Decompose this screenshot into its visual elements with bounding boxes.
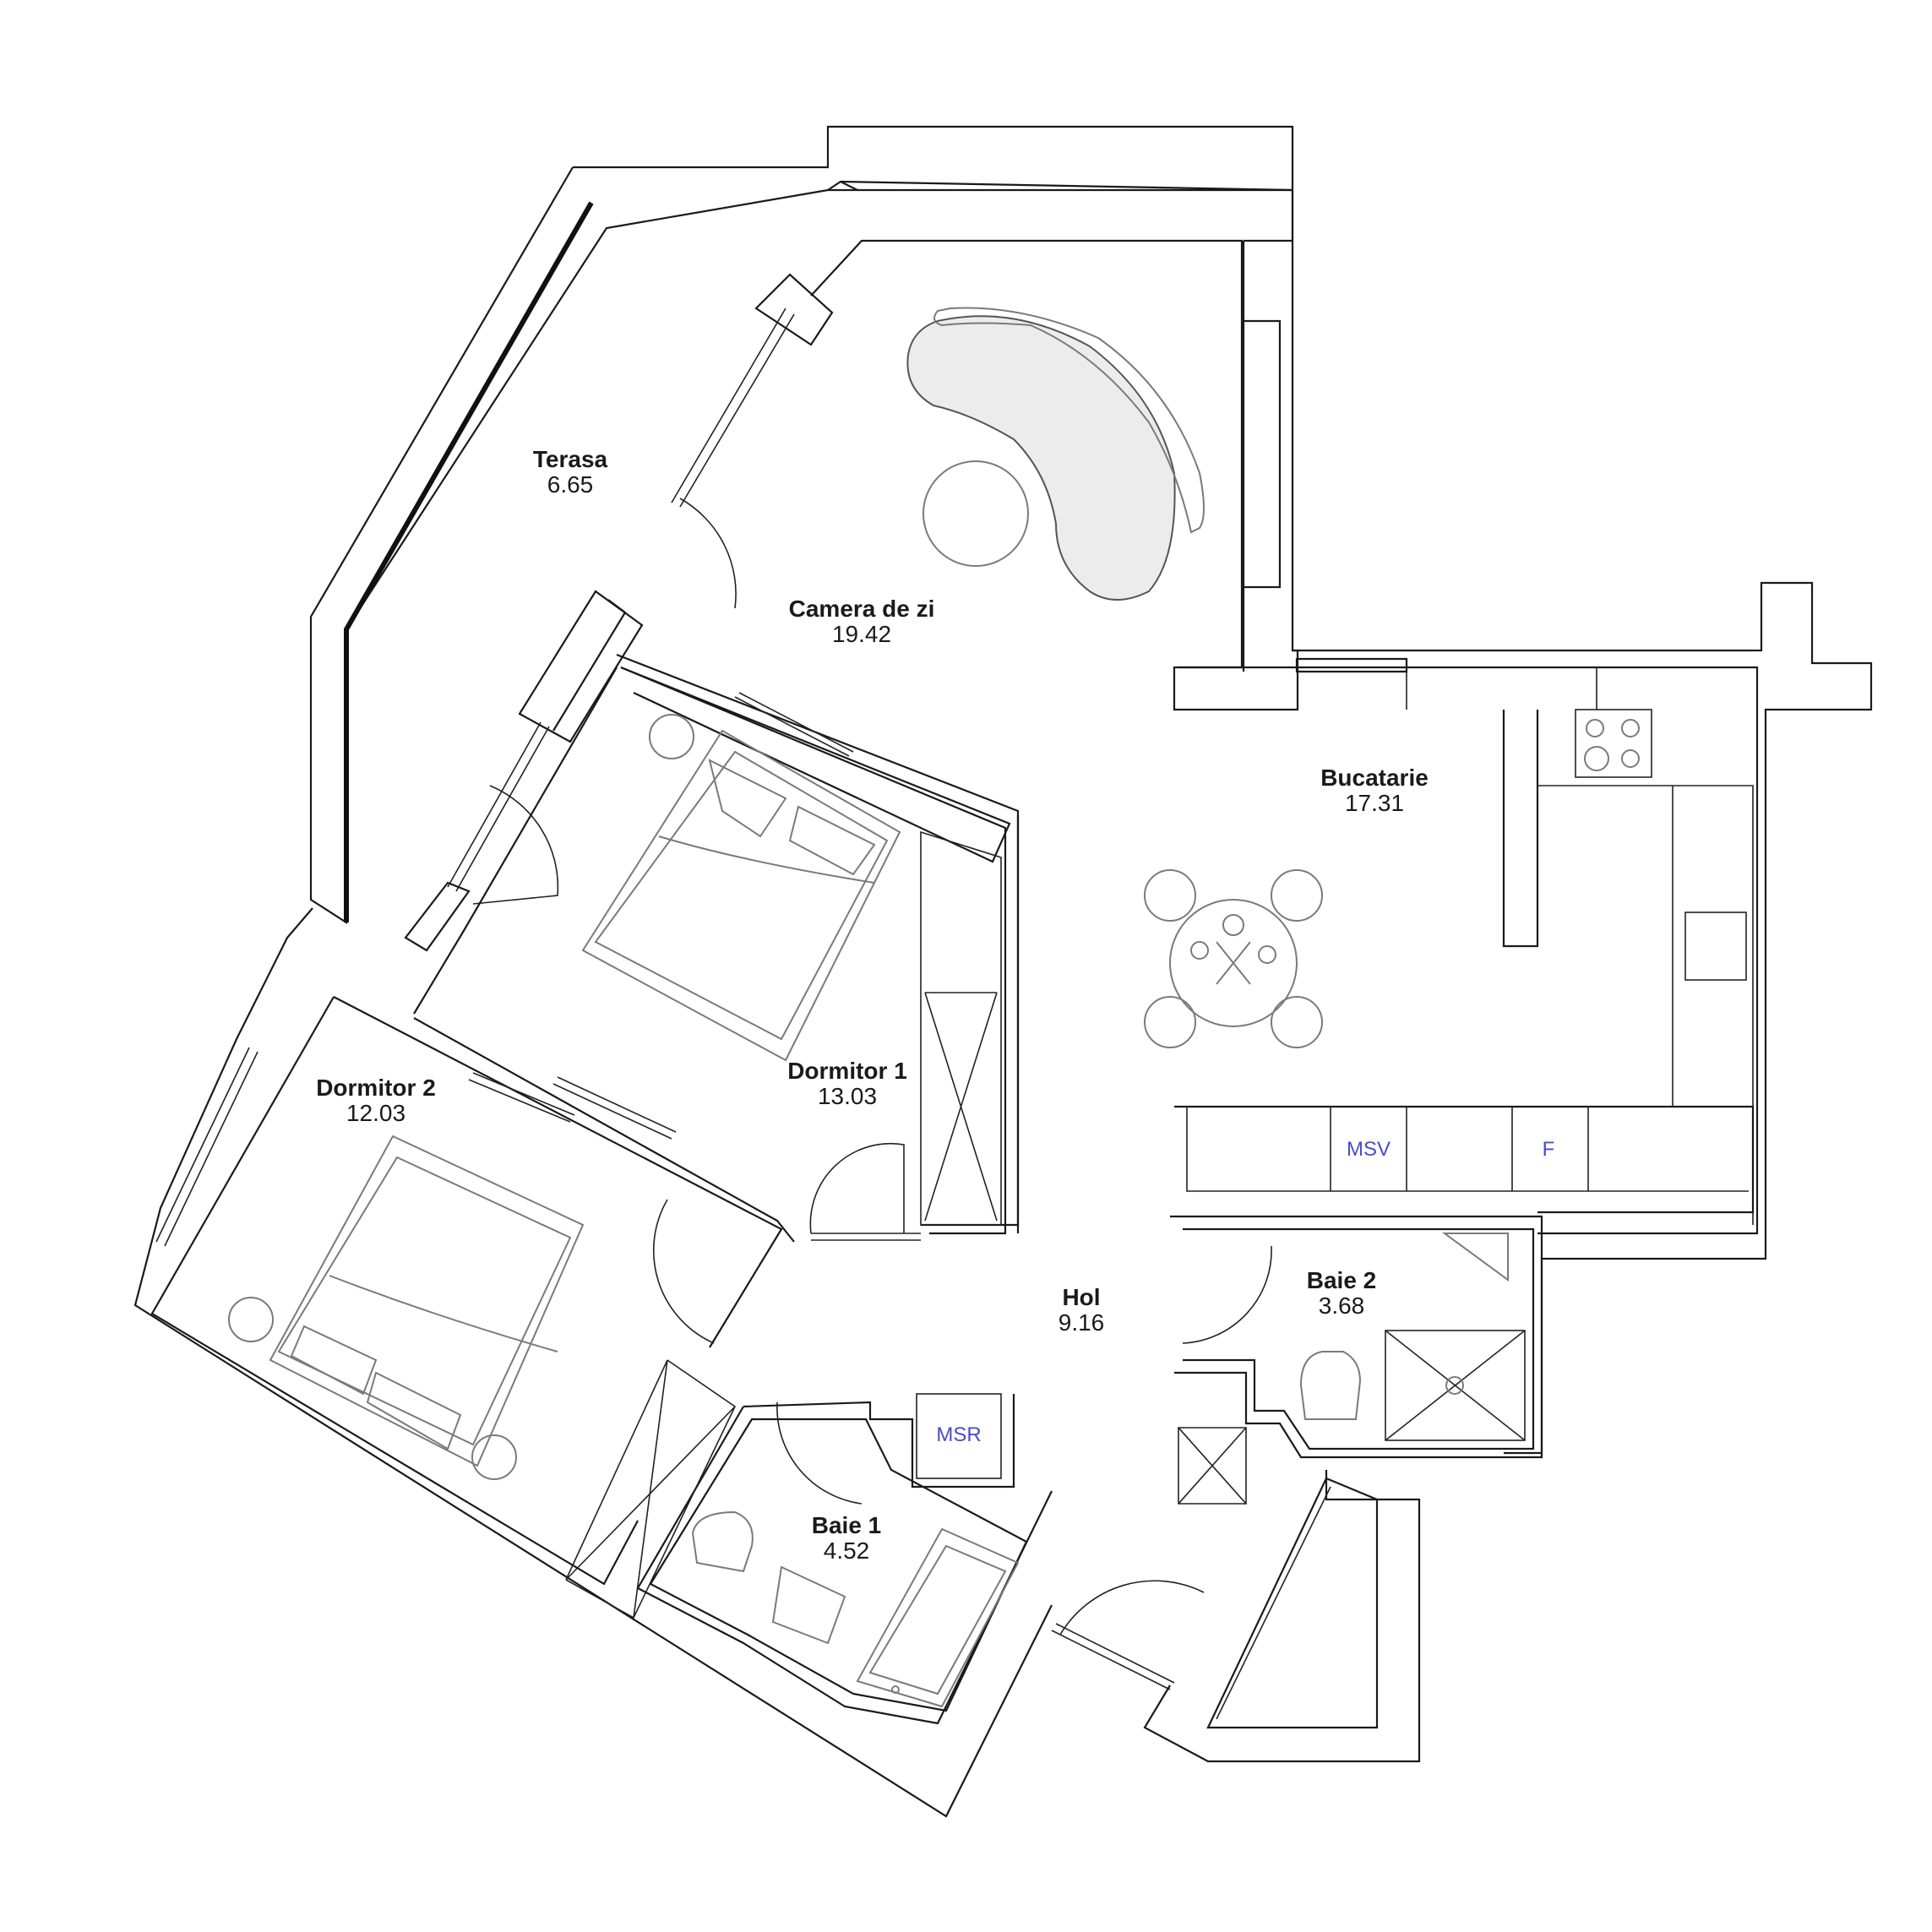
camera-de-zi-area: 19.42 — [832, 621, 891, 647]
msr-box — [916, 1393, 1002, 1479]
terasa-area: 6.65 — [547, 471, 594, 498]
baie-1-name: Baie 1 — [812, 1512, 882, 1538]
baie-1-area: 4.52 — [824, 1537, 870, 1564]
bathtub — [856, 1527, 1020, 1708]
bed-2 — [269, 1135, 585, 1467]
bucatarie-name: Bucatarie — [1320, 765, 1429, 791]
cooktop — [1575, 709, 1652, 778]
sink-1 — [771, 1565, 846, 1645]
dormitor-2-name: Dormitor 2 — [316, 1075, 436, 1101]
oven — [1684, 912, 1747, 981]
msr-label: MSR — [936, 1423, 981, 1446]
bedroom-outer-walls — [404, 590, 1020, 1233]
bath-1: MSR — [636, 1393, 1053, 1725]
hol-area: 9.16 — [1059, 1309, 1105, 1336]
f-label: F — [1543, 1138, 1555, 1161]
dining-set — [1144, 869, 1323, 1048]
hol-name: Hol — [1062, 1284, 1100, 1310]
nightstand-right — [471, 1434, 517, 1480]
baie-2-name: Baie 2 — [1307, 1267, 1377, 1293]
camera-de-zi-name: Camera de zi — [789, 596, 935, 622]
bedroom-1 — [413, 666, 1007, 1243]
bedroom-2 — [133, 907, 1053, 1818]
baie-2-area: 3.68 — [1319, 1293, 1365, 1319]
dormitor-1-area: 13.03 — [818, 1083, 877, 1109]
nightstand-lamp — [649, 714, 694, 759]
sofa-rug — [906, 315, 1176, 601]
entrance-door — [1051, 1470, 1421, 1763]
bed-1 — [581, 729, 901, 1062]
bucatarie-area: 17.31 — [1345, 790, 1404, 816]
nightstand-left — [228, 1297, 274, 1342]
kitchen: MSV F — [1144, 581, 1873, 1455]
bath-2 — [1170, 1215, 1543, 1505]
dormitor-2-area: 12.03 — [346, 1100, 405, 1126]
msv-label: MSV — [1347, 1138, 1390, 1161]
toilet-2 — [1299, 1351, 1362, 1420]
terasa-name: Terasa — [533, 446, 608, 472]
room-labels: Terasa 6.65 Camera de zi 19.42 Bucatarie… — [316, 446, 1429, 1564]
coffee-table — [922, 460, 1029, 567]
living-furniture — [906, 307, 1205, 601]
toilet-1 — [691, 1510, 754, 1573]
dormitor-1-name: Dormitor 1 — [787, 1058, 907, 1084]
shower — [1385, 1330, 1526, 1441]
living-room-walls — [671, 180, 1299, 711]
